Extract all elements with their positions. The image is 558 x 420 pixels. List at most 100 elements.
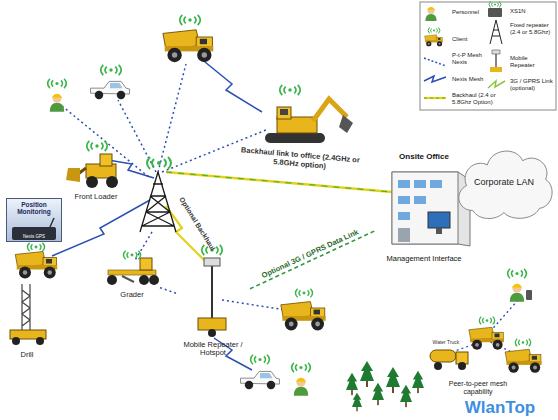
water-truck [430,350,468,370]
legend-text: Fixed repeater (2.4 or 5.8Ghz) [510,22,554,36]
node-label: Drill [21,351,34,360]
legend-entry: Mobile Repeater [510,55,554,69]
building-window [398,180,410,188]
legend-entry: Nexis Mesh [452,76,486,83]
signal-waves [27,243,44,252]
drill-wheel [36,337,44,345]
excavator-bucket [339,115,353,133]
legend-xs1n-icon [488,8,502,17]
ptp-link [158,64,186,172]
building-window [398,212,410,220]
legend-tower-icon [490,20,502,44]
repeater-node: Mobile Repeater / Hotspot [176,252,250,360]
personnel [50,94,64,112]
legend-text: Backhaul (2.4 or 5.8Ghz Option) [452,92,512,106]
legend-backhaul-line [424,97,446,99]
signal-waves [251,355,270,364]
mobile-repeater [198,258,226,337]
excavator-tracks [265,133,325,143]
personnel [294,378,308,396]
grader-cab [140,258,152,270]
fixed-repeater-tower [140,172,176,232]
signal-waves [123,251,140,260]
cloud-shape [459,151,552,218]
dump-truck [281,302,326,331]
dump-truck [505,349,541,372]
legend-signal-icon [489,2,501,8]
loader-bucket [66,168,80,182]
gps-antenna [50,218,54,227]
grader [107,258,159,285]
office-building [392,172,470,246]
node-sublabel: Management Interface [386,255,461,264]
dump-truck [15,252,57,279]
legend-person-icon [425,7,436,21]
signal-waves [147,157,171,169]
vehicle-node: Drill [4,278,50,362]
building-front [392,172,458,244]
drill-rig [10,284,46,345]
backhaul-dash [166,172,392,192]
dump-truck [469,327,504,350]
vehicle-node: Front Loader [60,142,132,204]
position-monitoring-panel [6,198,62,242]
tree [346,373,358,395]
wireless-link [250,230,376,289]
water-truck-wheel [434,362,442,370]
legend-text: Personnel [452,9,479,16]
building-door [398,228,410,242]
grader-blade [122,276,134,282]
water-tank [430,350,456,362]
tree [412,371,424,393]
signal-waves [508,269,527,278]
legend-client-icon [425,35,443,47]
legend-signal-icon [428,28,440,34]
building-window [414,180,426,188]
mesh-link [205,62,262,112]
repeater-lamp [204,258,220,266]
legend-text: Client [452,36,467,43]
tree [372,383,384,405]
signal-waves [479,317,494,325]
signal-waves [180,15,201,25]
ptp-link [222,300,286,310]
legend-text: P-t-P Mesh Nexis [452,52,482,66]
pickup-truck [241,371,280,389]
repeater-wheel [208,329,216,337]
grader-wheel [139,275,149,285]
vehicle-label: Water Truck [421,340,471,346]
building-window [430,180,442,188]
excavator-cab [277,107,291,119]
signal-waves [48,79,67,88]
group-note: Peer-to-peer mesh capability [440,380,516,396]
tree [360,361,374,387]
grader-wheel [149,275,159,285]
management-monitor [428,212,450,228]
building-window [398,196,410,204]
edge-label: Optional 3G / GPRS Data Link [260,227,360,280]
loader-cab [100,154,112,166]
signal-waves [292,363,311,372]
legend-entry: XS1N [510,8,554,15]
building-shell [392,172,470,246]
legend-mast [495,52,496,68]
node-label: Corporate LAN [474,177,534,187]
node-label: Front Loader [75,193,118,202]
legend-trailer [490,67,502,72]
legend-entry: Personnel [452,9,488,16]
legend-text: Nexis Mesh [452,76,483,83]
personnel [510,284,524,302]
cloud-node: Corporate LAN [452,138,556,226]
node-sublabel: Nexis GPS [23,234,45,239]
repeater-mast [211,264,213,320]
legend-entry: 3G / GPRS Link (optional) [510,78,554,92]
tree [352,393,362,412]
drill-wheel [12,337,20,345]
office-node: Onsite OfficeManagement Interface [376,150,472,266]
signal-waves [87,141,108,151]
legend-entry: Fixed repeater (2.4 or 5.8Ghz) [510,22,554,36]
wireless-link [160,288,176,294]
gps-device [12,227,56,240]
grader-wheel [107,275,117,285]
